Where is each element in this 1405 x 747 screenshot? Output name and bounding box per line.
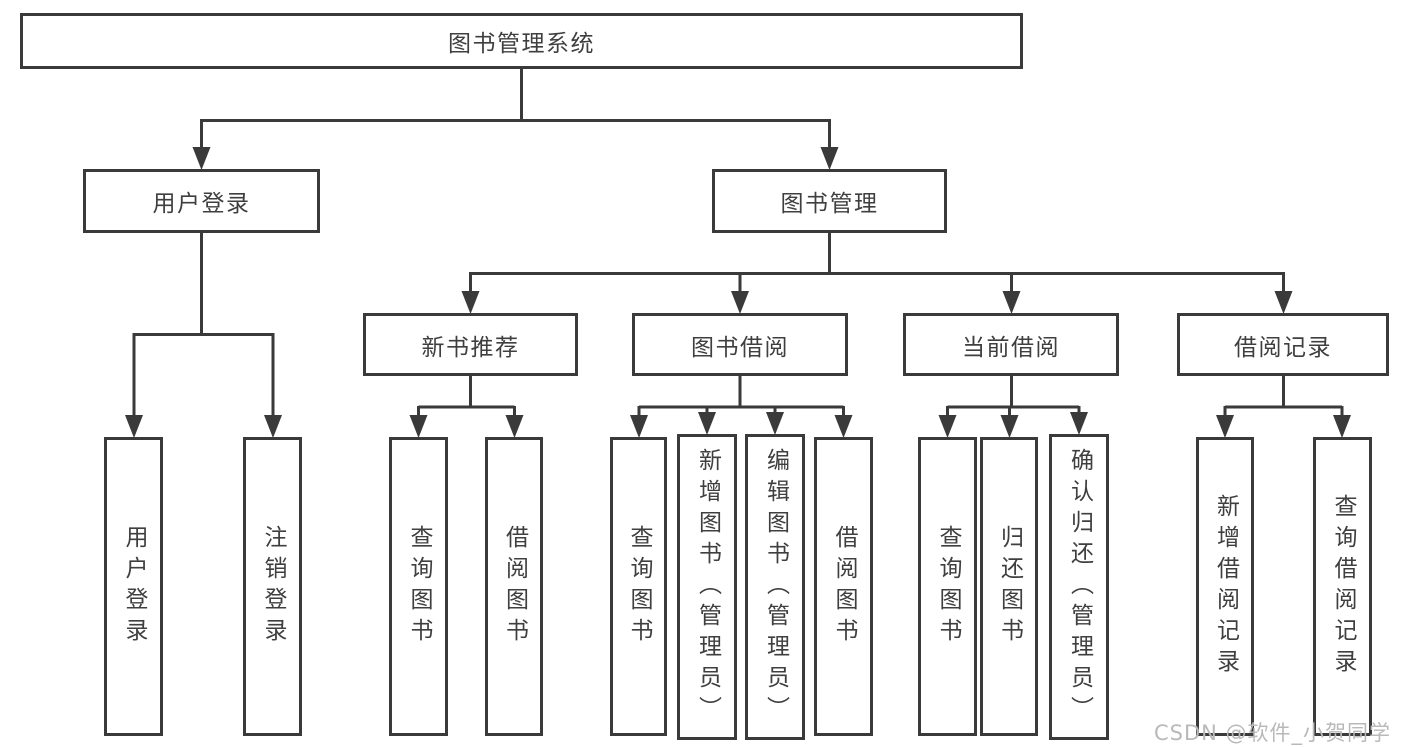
node-book-borrowing: 图书借阅 [632, 313, 848, 376]
arrow-down-icon [766, 412, 784, 435]
leaf-add-borrow-record: 新增借阅记录 [1196, 437, 1254, 736]
leaf-add-borrow-record-label: 新增借阅记录 [1212, 493, 1239, 680]
node-new-book-recommend-label: 新书推荐 [421, 334, 520, 361]
arrow-down-icon [938, 415, 957, 438]
leaf-edit-book-admin: 编辑图书（管理员） [745, 434, 805, 740]
node-user-login: 用户登录 [83, 169, 320, 233]
arrow-down-icon [820, 147, 839, 170]
leaf-edit-book-admin-label: 编辑图书（管理员） [762, 447, 789, 727]
leaf-logout-label: 注销登录 [260, 524, 286, 649]
node-root-label: 图书管理系统 [448, 31, 595, 57]
leaf-user-login: 用户登录 [104, 437, 163, 736]
leaf-query-borrow-record: 查询借阅记录 [1313, 437, 1372, 736]
leaf-borrow-books-2-label: 借阅图书 [831, 524, 857, 649]
leaf-query-books-2: 查询图书 [610, 437, 667, 736]
leaf-user-login-label: 用户登录 [121, 524, 147, 649]
node-current-borrowing: 当前借阅 [903, 313, 1119, 376]
leaf-logout: 注销登录 [243, 437, 302, 736]
leaf-query-books-1-label: 查询图书 [406, 524, 432, 649]
arrow-down-icon [1216, 415, 1234, 438]
arrow-down-icon [192, 147, 211, 170]
leaf-confirm-return-admin-label: 确认归还（管理员） [1066, 447, 1093, 727]
arrow-down-icon [1002, 291, 1021, 314]
arrow-down-icon [264, 415, 282, 438]
arrow-down-icon [731, 291, 749, 314]
leaf-return-books: 归还图书 [980, 437, 1038, 736]
watermark: CSDN @软件_小贺同学 [1154, 721, 1392, 745]
node-book-borrowing-label: 图书借阅 [691, 334, 789, 361]
arrow-down-icon [409, 415, 428, 438]
arrow-down-icon [1070, 412, 1088, 435]
leaf-confirm-return-admin: 确认归还（管理员） [1049, 434, 1109, 740]
arrow-down-icon [125, 415, 143, 438]
arrow-down-icon [1333, 415, 1351, 438]
arrow-down-icon [630, 415, 648, 438]
node-current-borrowing-label: 当前借阅 [962, 334, 1060, 361]
leaf-query-books-1: 查询图书 [389, 437, 448, 736]
node-book-management-label: 图书管理 [780, 191, 879, 217]
leaf-borrow-books-1: 借阅图书 [485, 437, 543, 736]
leaf-borrow-books-1-label: 借阅图书 [501, 524, 528, 649]
arrow-down-icon [698, 412, 716, 435]
leaf-borrow-books-2: 借阅图书 [814, 437, 873, 736]
node-borrow-records: 借阅记录 [1177, 313, 1389, 376]
leaf-query-books-2-label: 查询图书 [626, 524, 652, 649]
leaf-query-books-3: 查询图书 [918, 437, 977, 736]
arrow-down-icon [505, 415, 524, 438]
node-borrow-records-label: 借阅记录 [1234, 334, 1332, 361]
leaf-return-books-label: 归还图书 [996, 524, 1023, 649]
leaf-query-borrow-record-label: 查询借阅记录 [1330, 493, 1356, 680]
leaf-add-book-admin: 新增图书（管理员） [677, 434, 737, 740]
arrow-down-icon [834, 415, 853, 438]
arrow-down-icon [461, 291, 480, 314]
arrow-down-icon [1000, 415, 1019, 438]
node-new-book-recommend: 新书推荐 [363, 313, 578, 376]
node-book-management: 图书管理 [712, 169, 947, 233]
node-root: 图书管理系统 [20, 13, 1023, 69]
leaf-query-books-3-label: 查询图书 [935, 524, 961, 649]
node-user-login-label: 用户登录 [152, 191, 251, 217]
leaf-add-book-admin-label: 新增图书（管理员） [694, 447, 721, 727]
arrow-down-icon [1274, 291, 1293, 314]
